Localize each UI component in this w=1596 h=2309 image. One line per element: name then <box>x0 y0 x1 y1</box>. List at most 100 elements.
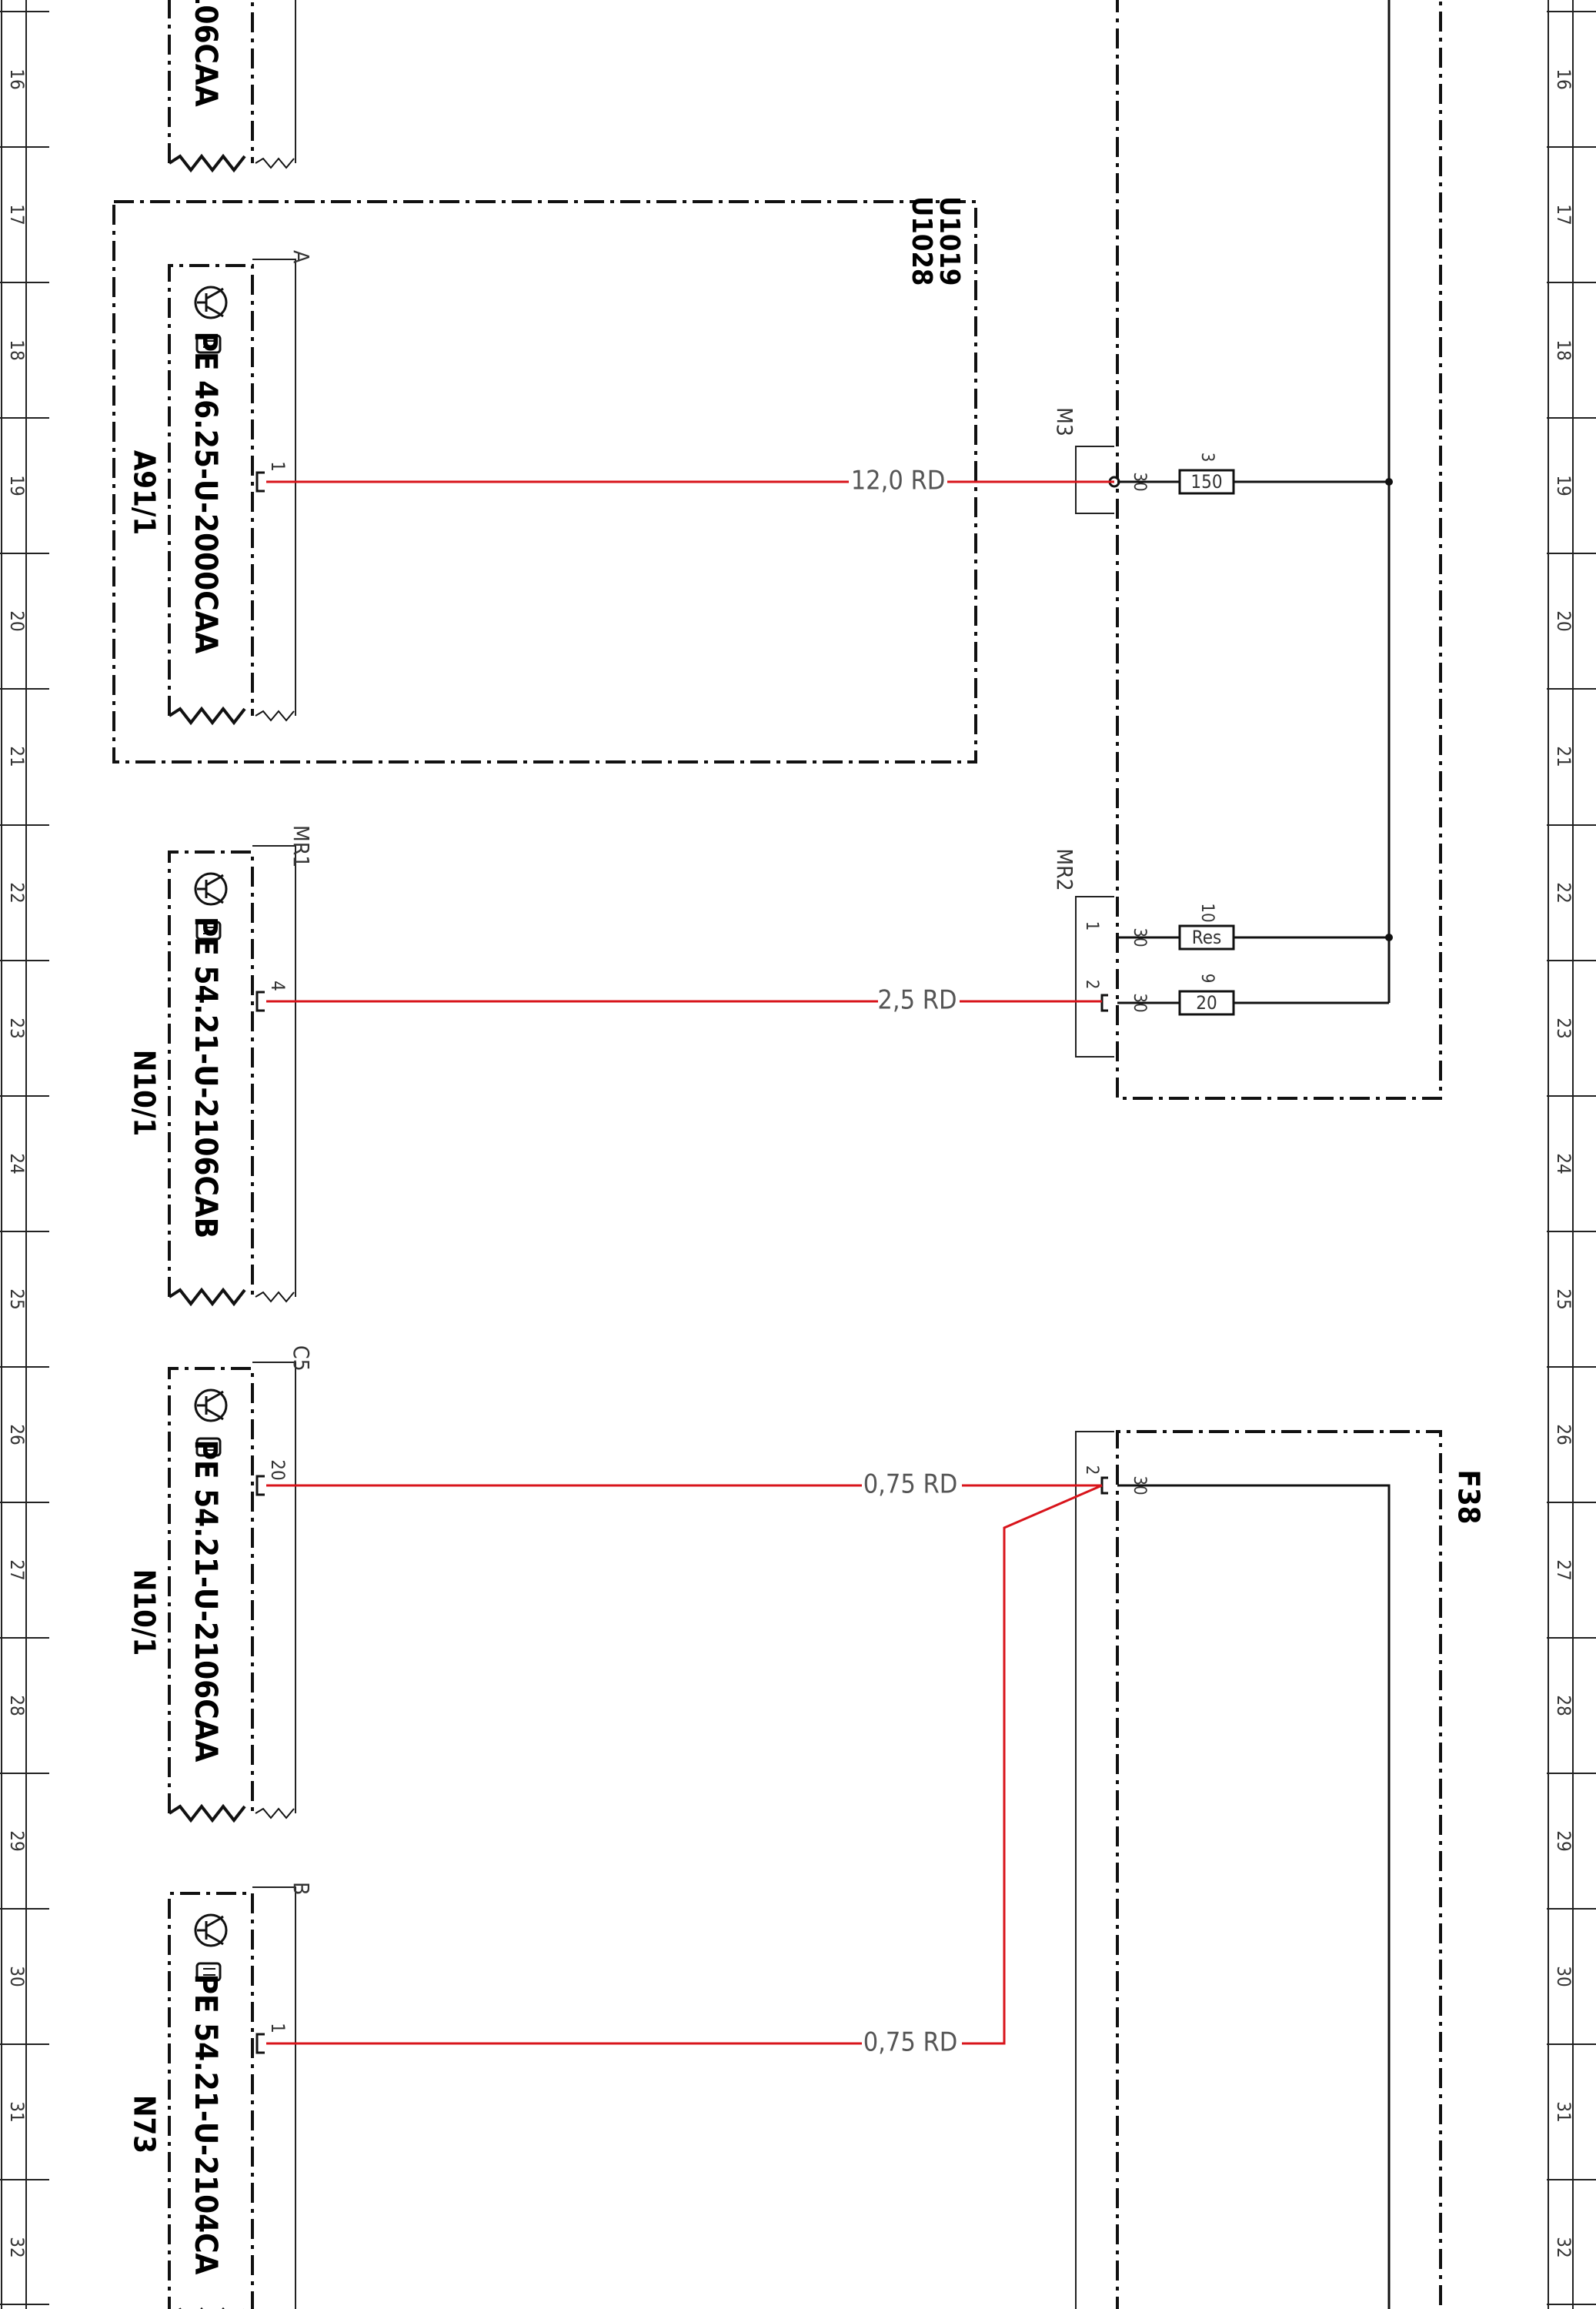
fuse-body <box>1178 990 1235 1016</box>
pin-terminal <box>255 2033 265 2054</box>
component-designation: N10/1 <box>128 1050 162 1136</box>
fuse-body <box>1178 469 1235 495</box>
pointing-hand-icon <box>195 1962 222 1982</box>
component-top_partial: -2106CAA <box>168 0 296 173</box>
connector-name: MR1 <box>289 825 314 867</box>
connector-housing <box>1075 1431 1114 2309</box>
fuse-number: 10 <box>1197 903 1217 922</box>
connector-housing <box>252 845 296 1297</box>
fuse-number: 9 <box>1197 974 1217 984</box>
connector-pin: 1 <box>1082 921 1101 931</box>
fuse-3: 30 150 3 <box>1108 453 1393 495</box>
ruler-number: 31 <box>6 2101 28 2122</box>
pin-number: 20 <box>267 1459 289 1480</box>
ruler-number: 24 <box>6 1153 28 1174</box>
pin-terminal <box>255 991 265 1012</box>
ruler-number: 19 <box>6 475 28 496</box>
fuse-rating: Res <box>1192 927 1221 948</box>
wire-label: 0,75 RD <box>863 2027 958 2058</box>
fuse-9: 30 20 9 <box>1100 974 1389 1016</box>
ruler-number: 18 <box>6 339 28 360</box>
f38-outline <box>1116 1430 1442 2309</box>
pin-number: 4 <box>267 981 289 991</box>
ruler-number: 27 <box>1553 1559 1574 1580</box>
component-designation: N73 <box>128 2095 162 2154</box>
break-mark <box>255 1291 295 1303</box>
part-label: -2106CAA <box>188 0 223 107</box>
ruler-number: 27 <box>6 1559 28 1580</box>
break-mark <box>255 157 295 169</box>
ruler-number: 28 <box>6 1695 28 1716</box>
ruler-number: 22 <box>6 882 28 903</box>
ruler-number: 19 <box>1553 475 1574 496</box>
ruler-number: 20 <box>6 610 28 631</box>
fuse-terminal: 30 <box>1130 472 1149 491</box>
ruler-number: 32 <box>1553 2237 1574 2257</box>
wire-path <box>266 1484 1103 2045</box>
f38-internal-line <box>1117 1484 1391 2309</box>
ruler-number: 26 <box>1553 1424 1574 1445</box>
ruler-number: 29 <box>6 1830 28 1851</box>
component-outline <box>168 264 254 716</box>
fuse-body <box>1178 924 1235 951</box>
pin-terminal <box>255 471 265 493</box>
ruler-number: 21 <box>1553 746 1574 767</box>
junction-dot <box>1385 478 1393 486</box>
pointing-hand-icon <box>195 334 222 354</box>
connector-housing-mr2 <box>1075 896 1114 1058</box>
ruler-number: 22 <box>1553 882 1574 903</box>
ruler-number: 23 <box>6 1017 28 1038</box>
component-outline <box>168 850 254 1297</box>
pointing-hand-icon <box>195 1437 222 1457</box>
wire-label: 2,5 RD <box>877 985 957 1016</box>
ruler-number: 30 <box>1553 1966 1574 1987</box>
break-mark <box>255 1807 295 1819</box>
connector-name: B <box>289 1882 314 1895</box>
component-n10_a: 4 PE 54.21-U-2106CAB N10/1 MR1 <box>128 825 314 1307</box>
wire-w3: 0,75 RD <box>266 1469 1102 1500</box>
break-mark <box>168 706 246 726</box>
connector-housing <box>252 259 296 716</box>
wire-w2: 2,5 RD <box>266 985 1102 1016</box>
part-label: PE 54.21-U-2104CA <box>188 1974 223 2275</box>
part-label: PE 54.21-U-2106CAA <box>188 1440 223 1763</box>
break-mark <box>255 710 295 722</box>
pointing-hand-icon <box>195 921 222 941</box>
wire-w1: 12,0 RD <box>266 466 1114 496</box>
module-code: U1019 <box>933 196 965 286</box>
ruler-number: 31 <box>1553 2101 1574 2122</box>
ruler-number: 16 <box>6 69 28 89</box>
fuse-rating: 150 <box>1190 471 1222 493</box>
pin-terminal <box>255 1475 265 1496</box>
transistor-symbol-icon <box>194 1913 228 1947</box>
pin-terminal <box>1100 1476 1108 1495</box>
part-label: PE 46.25-U-2000CAA <box>188 332 223 654</box>
component-designation: A91/1 <box>128 450 162 535</box>
transistor-symbol-icon <box>194 1388 228 1422</box>
ruler-number: 18 <box>1553 339 1574 360</box>
connector-name: C5 <box>289 1345 314 1372</box>
module-outline <box>112 200 977 764</box>
wire-w4: 0,75 RD <box>266 1484 1103 2058</box>
fuse-terminal: 30 <box>1130 993 1149 1012</box>
part-label: PE 54.21-U-2106CAB <box>188 917 223 1238</box>
ruler-number: 21 <box>6 746 28 767</box>
break-mark <box>168 153 246 173</box>
fuse-number: 3 <box>1197 453 1217 463</box>
fuse-terminal: 30 <box>1130 927 1149 947</box>
ruler-number: 25 <box>6 1288 28 1309</box>
ruler-number: 28 <box>1553 1695 1574 1716</box>
pin-number: 1 <box>267 461 289 472</box>
module-code: U1028 <box>906 196 937 286</box>
junction-dot <box>1385 934 1393 941</box>
wire-label: 12,0 RD <box>851 466 946 496</box>
connector-pin: 2 <box>1082 1465 1101 1475</box>
f38-designation: F38 <box>1452 1470 1486 1525</box>
fuse-rating: 20 <box>1196 992 1217 1014</box>
